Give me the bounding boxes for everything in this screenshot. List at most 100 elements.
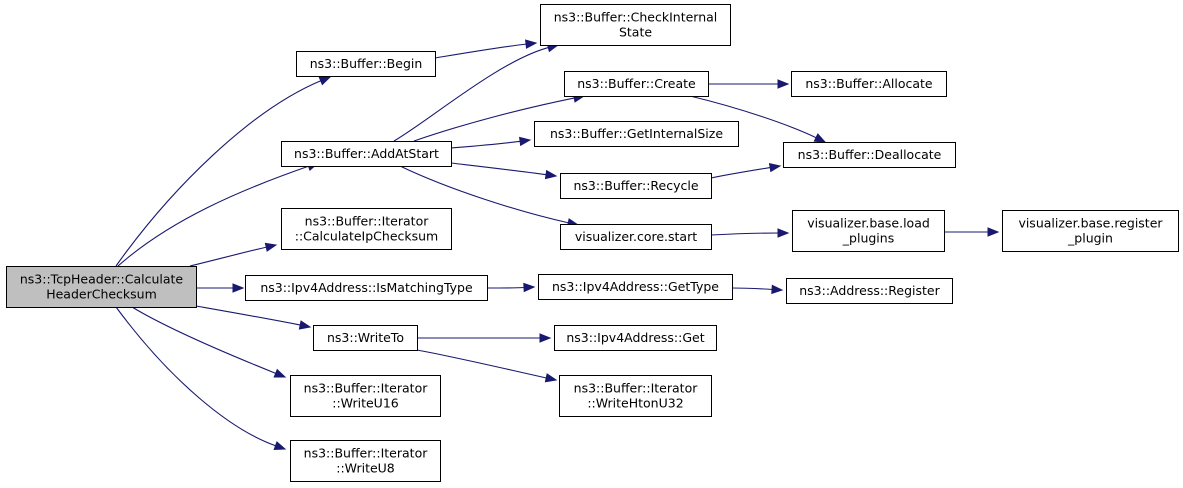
node-label: ns3::Buffer::Iterator [574,381,699,396]
node-box [791,71,947,97]
node-label: visualizer.core.start [575,229,697,244]
edge-addatstart-to-recycle [450,162,558,180]
node-label: ns3::Ipv4Address::Get [566,330,704,345]
edge-begin-to-checkinternal [434,39,538,59]
node-box [538,274,733,300]
node-box [559,375,712,417]
edge-ismatching-to-gettype [486,282,536,293]
node-box [540,4,731,46]
node-ismatching[interactable]: ns3::Ipv4Address::IsMatchingType [245,275,488,301]
arrowhead-icon [544,169,558,180]
node-box [1002,210,1179,252]
edge-line [486,286,526,289]
edge-root-to-writeto [195,305,312,330]
node-label: _plugin [1067,231,1113,246]
node-box [281,141,452,167]
edge-line [450,162,548,176]
node-label: ns3::Buffer::CheckInternal [554,10,718,25]
node-gettype[interactable]: ns3::Ipv4Address::GetType [538,274,733,300]
edge-viscore-to-visload [710,228,790,238]
edge-line [731,287,774,291]
node-label: ns3::Buffer::Iterator [305,214,430,229]
node-ipv4get[interactable]: ns3::Ipv4Address::Get [554,325,717,351]
node-label: ns3::Ipv4Address::GetType [552,279,719,294]
edge-create-to-deallocate [689,95,827,143]
node-allocate[interactable]: ns3::Buffer::Allocate [791,71,947,97]
edge-visload-to-visregister [943,227,1000,237]
node-label: ns3::Buffer::Create [577,76,696,91]
node-box [290,375,441,417]
edge-root-to-writeu8 [115,306,287,451]
nodes-layer: ns3::TcpHeader::CalculateHeaderChecksumn… [6,4,1179,482]
edge-line [117,165,310,267]
node-deallocate[interactable]: ns3::Buffer::Deallocate [783,142,956,168]
node-writeto[interactable]: ns3::WriteTo [313,325,418,351]
node-label: ns3::TcpHeader::Calculate [20,272,184,287]
node-box [554,325,717,351]
node-getinternalsize[interactable]: ns3::Buffer::GetInternalSize [534,121,739,147]
edge-line [115,79,322,267]
arrowhead-icon [768,162,782,173]
node-box [783,142,956,168]
edge-writeto-to-writehton [416,349,558,383]
arrowhead-icon [264,242,278,252]
node-begin[interactable]: ns3::Buffer::Begin [296,51,436,77]
edge-root-to-iter_calc [189,242,278,267]
edge-line [189,246,268,267]
arrowhead-icon [987,227,1000,237]
node-writeu8[interactable]: ns3::Buffer::Iterator::WriteU8 [290,440,441,482]
node-label: ns3::Buffer::GetInternalSize [550,126,723,141]
arrowhead-icon [519,136,532,147]
node-box [290,440,441,482]
node-label: ::CalculateIpChecksum [295,229,439,244]
node-box [792,210,945,252]
edge-line [450,140,522,149]
edge-line [413,97,576,142]
arrowhead-icon [525,39,538,49]
node-label: ns3::Address::Register [799,283,940,298]
node-addatstart[interactable]: ns3::Buffer::AddAtStart [281,141,452,167]
arrowhead-icon [523,282,536,293]
node-label: ::WriteU16 [332,396,399,411]
node-create[interactable]: ns3::Buffer::Create [564,71,709,97]
node-label: ns3::Ipv4Address::IsMatchingType [260,280,473,295]
node-label: State [619,25,652,40]
node-label: ns3::Buffer::Iterator [304,381,429,396]
node-writehton[interactable]: ns3::Buffer::Iterator::WriteHtonU32 [559,375,712,417]
node-box [245,275,488,301]
edge-addatstart-to-getinternalsize [450,136,532,149]
node-visload[interactable]: visualizer.base.load_plugins [792,210,945,252]
node-box [560,173,712,199]
arrowhead-icon [298,320,312,330]
node-box [6,266,197,308]
edge-line [115,306,277,447]
node-recycle[interactable]: ns3::Buffer::Recycle [560,173,712,199]
node-addrregister[interactable]: ns3::Address::Register [786,278,953,304]
node-label: visualizer.base.register [1018,216,1163,231]
node-box [534,121,739,147]
edge-root-to-writeu16 [131,306,287,378]
edge-line [689,95,818,139]
node-label: ns3::Buffer::Deallocate [798,147,942,162]
edge-line [399,165,570,224]
node-visregister[interactable]: visualizer.base.register_plugin [1002,210,1179,252]
node-iter_calc[interactable]: ns3::Buffer::Iterator::CalculateIpChecks… [281,208,452,250]
arrowhead-icon [539,333,552,343]
edge-writeto-to-ipv4get [416,333,552,343]
node-box [786,278,953,304]
arrowhead-icon [273,441,287,451]
node-label: visualizer.base.load [807,216,930,231]
node-writeu16[interactable]: ns3::Buffer::Iterator::WriteU16 [290,375,441,417]
arrowhead-icon [232,283,245,293]
edge-recycle-to-deallocate [710,162,782,179]
node-label: ns3::WriteTo [327,330,404,345]
edge-root-to-ismatching [196,283,245,293]
node-label: ::WriteHtonU32 [587,396,683,411]
node-label: _plugins [842,231,894,246]
arrowhead-icon [318,76,332,86]
node-viscore[interactable]: visualizer.core.start [560,224,712,250]
arrowhead-icon [777,228,790,238]
